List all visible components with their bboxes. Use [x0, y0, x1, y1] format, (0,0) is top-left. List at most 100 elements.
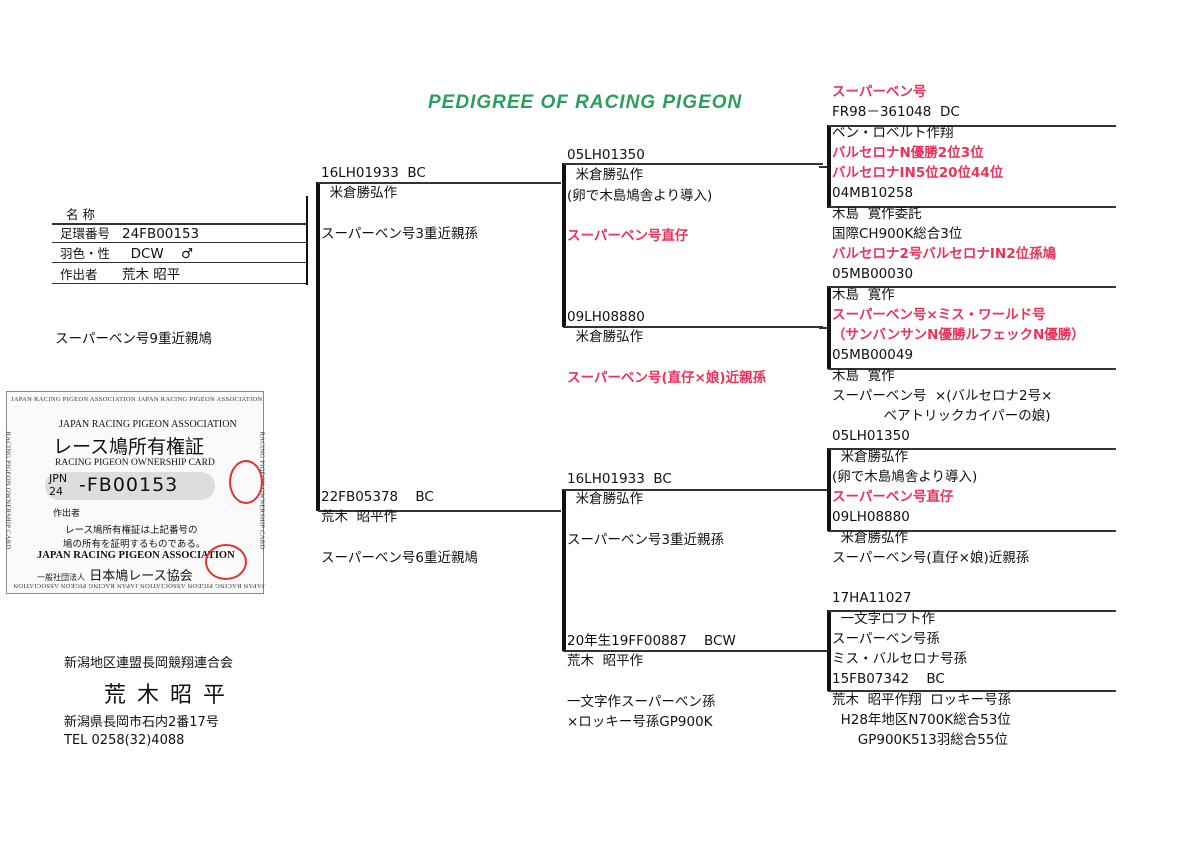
pedigree-line: バルセロナN優勝2位3位 — [832, 144, 984, 161]
pedigree-line: 荒木 昭平作 — [567, 653, 644, 670]
card-footer-en: JAPAN RACING PIGEON ASSOCIATION — [37, 550, 235, 561]
pedigree-line — [567, 348, 766, 368]
pedigree-line: スーパーベン号直仔 — [567, 228, 689, 244]
footer-org: 日本鳩レース協会 — [89, 569, 193, 584]
generation-3-column: スーパーベン号 FR98－361048 DC ベン・ロベルト作翔バルセロナN優勝2位… — [832, 82, 1085, 750]
pedigree-line: GP900K513羽総合55位 — [832, 732, 1008, 748]
pedigree-line: 一文字作スーパーベン孫 — [567, 693, 716, 710]
bracket-gen2-dam — [562, 489, 566, 651]
pedigree-line: バルセロナ2号バルセロナIN2位孫鳩 — [832, 246, 1057, 262]
pedigree-line — [567, 550, 766, 570]
pedigree-line: 木島 寛作 — [832, 367, 895, 384]
pedigree-line — [832, 568, 1085, 588]
pedigree-line: スーパーベン号(直仔×娘)近親孫 — [567, 369, 767, 386]
pedigree-line — [321, 285, 478, 305]
pedigree-line — [321, 528, 478, 548]
owner-address: 新潟県長岡市石内2番17号 — [64, 715, 219, 730]
pedigree-line: スーパーベン号直仔 — [832, 489, 954, 505]
pedigree-line: 09LH08880 — [567, 309, 645, 325]
line — [563, 326, 823, 328]
pedigree-line — [321, 447, 478, 467]
pedigree-line: 米倉勝弘作 — [321, 185, 398, 202]
line — [563, 163, 823, 165]
pedigree-line: ベン・ロベルト作翔 — [832, 124, 954, 141]
pedigree-line: 16LH01933 BC — [567, 471, 672, 487]
card-edge-side: RACING PIGEON OWNERSHIP CARD — [4, 431, 12, 550]
year: 24 — [49, 485, 63, 498]
breeder-value: 荒木 昭平 — [122, 267, 181, 283]
ownership-card-image: JAPAN RACING PIGEON ASSOCIATION JAPAN RA… — [4, 391, 266, 594]
card-footer-jp: 一般社団法人 日本鳩レース協会 — [37, 565, 193, 584]
tick — [819, 489, 827, 491]
pedigree-line — [567, 672, 766, 692]
pedigree-line: （サンバンサンN優勝ルフェックN優勝） — [832, 327, 1085, 343]
pedigree-line: 17HA11027 — [832, 590, 912, 607]
pedigree-line: ミス・バルセロナ号孫 — [832, 651, 967, 667]
document-title: PEDIGREE OF RACING PIGEON — [428, 92, 743, 113]
pedigree-line: 荒木 昭平作翔 ロッキー号孫 — [832, 691, 1012, 708]
line — [828, 206, 1116, 208]
pedigree-line — [567, 246, 766, 266]
pedigree-line — [321, 345, 478, 365]
line-sire — [318, 182, 561, 184]
line — [828, 368, 1116, 370]
pedigree-line: バルセロナIN5位20位44位 — [832, 165, 1004, 181]
pedigree-line: 一文字ロフト作 — [832, 610, 936, 627]
pedigree-line: 木島 寛作 — [832, 286, 895, 303]
line — [828, 448, 1116, 450]
pedigree-line — [567, 449, 766, 469]
card-statement-1: レース鳩所有権証は上記番号の — [65, 525, 198, 536]
pedigree-line: 09LH08880 — [832, 509, 910, 526]
pedigree-line: 16LH01933 BC — [321, 165, 426, 181]
divider — [52, 223, 307, 225]
ring-label: 足環番号 — [60, 226, 111, 241]
sex-value: ♂ — [180, 246, 194, 262]
line — [828, 125, 1116, 127]
pedigree-line: スーパーベン号 — [832, 84, 927, 100]
ring-value: 24FB00153 — [122, 226, 200, 242]
pedigree-line — [567, 408, 766, 428]
pedigree-line: 国際CH900K総合3位 — [832, 225, 963, 242]
seal-stamp-2 — [229, 460, 263, 504]
pedigree-line — [321, 325, 478, 345]
pedigree-line — [567, 570, 766, 590]
pedigree-line — [321, 426, 478, 446]
bracket-gen1 — [316, 182, 320, 511]
pedigree-line: (卵で木島鳩舎より導入) — [832, 468, 978, 485]
pedigree-line — [567, 591, 766, 611]
pedigree-line: スーパーベン号×ミス・ワールド号 — [832, 306, 1046, 323]
pedigree-line: 04MB10258 — [832, 185, 914, 202]
pedigree-line — [321, 305, 478, 325]
card-number-band — [45, 472, 215, 500]
pedigree-line: スーパーベン号 ×(バルセロナ2号× — [832, 387, 1053, 404]
bracket-gen3 — [827, 610, 831, 691]
pedigree-line — [321, 204, 478, 224]
pedigree-line — [321, 244, 478, 264]
pedigree-line: 20年生19FF00887 BCW — [567, 633, 736, 649]
pedigree-line — [567, 287, 766, 307]
pedigree-line: 米倉勝弘作 — [832, 448, 909, 465]
owner-tel: TEL 0258(32)4088 — [64, 733, 185, 748]
card-title-jp: レース鳩所有権証 — [53, 436, 205, 458]
card-assoc-en: JAPAN RACING PIGEON ASSOCIATION — [59, 419, 237, 430]
pedigree-line: 米倉勝弘作 — [567, 329, 644, 346]
pedigree-line: (卵で木島鳩舎より導入) — [567, 187, 713, 204]
seal-stamp — [205, 544, 247, 580]
pedigree-line: FR98－361048 DC — [832, 104, 960, 121]
pedigree-line: 米倉勝弘作 — [832, 529, 909, 546]
pedigree-line — [321, 264, 478, 284]
pedigree-line: ベアトリックカイパーの娘) — [832, 408, 1051, 424]
pedigree-line — [567, 206, 766, 226]
bracket-gen3 — [827, 125, 831, 208]
pedigree-line — [321, 406, 478, 426]
color-sex-row: 羽色・性 DCW ♂ — [52, 244, 307, 263]
card-number: -FB00153 — [79, 474, 179, 496]
pedigree-line: 荒木 昭平作 — [321, 509, 398, 526]
pedigree-line — [567, 388, 766, 408]
owner-club: 新潟地区連盟長岡競翔連合会 — [64, 656, 234, 671]
line — [828, 530, 1116, 532]
pedigree-line — [567, 510, 766, 530]
pedigree-line — [567, 611, 766, 631]
